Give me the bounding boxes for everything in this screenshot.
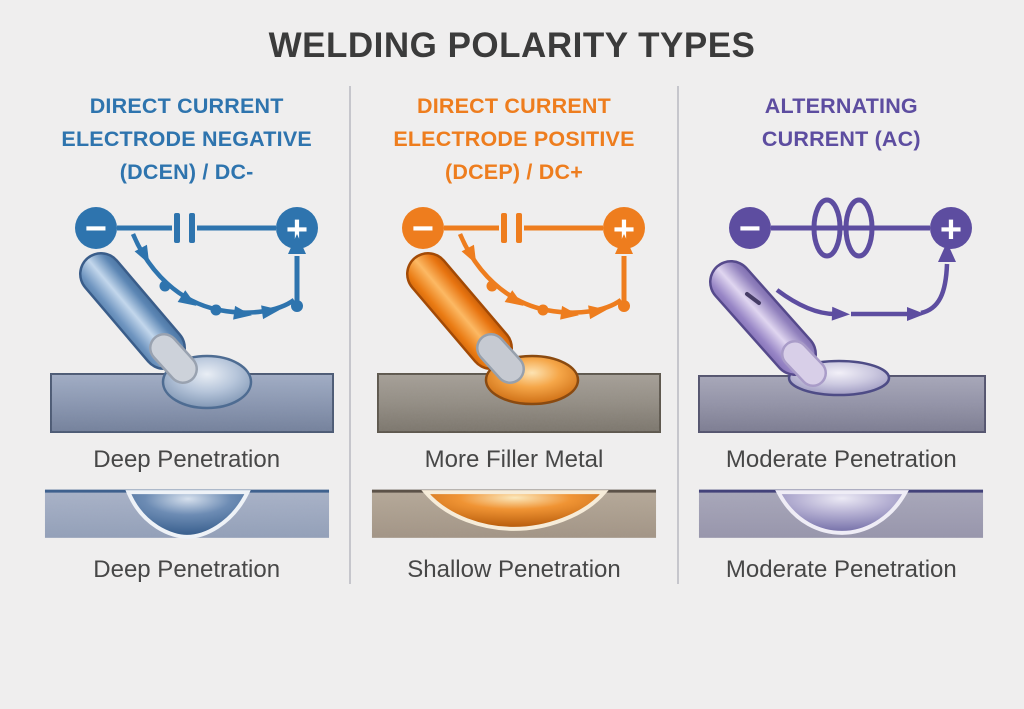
dcep-heading: DIRECT CURRENT ELECTRODE POSITIVE (DCEP)…	[393, 80, 634, 190]
dcep-cross-section	[371, 489, 656, 538]
dcen-bottom-label: Deep Penetration	[93, 556, 281, 583]
dcep-electrode	[405, 252, 525, 384]
svg-text:−: −	[412, 208, 434, 250]
dcep-heading-line-1: DIRECT CURRENT	[417, 94, 611, 118]
plus-terminal-icon: +	[602, 207, 645, 251]
ac-cross-section	[699, 489, 984, 538]
ac-heading-line-2: CURRENT (AC)	[761, 127, 921, 151]
dcen-top-label: Deep Penetration	[93, 446, 281, 473]
svg-text:−: −	[739, 208, 761, 250]
ac-weld-bead	[775, 490, 910, 535]
column-divider	[676, 86, 679, 584]
welding-polarity-infographic: WELDING POLARITY TYPES DIRECT CURRENT EL…	[0, 26, 1024, 709]
dcep-heading-line-2: ELECTRODE POSITIVE	[393, 127, 635, 151]
dcen-heading: DIRECT CURRENT ELECTRODE NEGATIVE (DCEN)…	[61, 80, 311, 190]
dcep-heading-line-3: (DCEP) / DC+	[444, 160, 583, 184]
dcen-weld-bead	[125, 490, 251, 539]
plus-terminal-icon: +	[275, 207, 318, 251]
current-flow-arrows	[775, 242, 957, 321]
minus-terminal-icon: −	[401, 207, 444, 250]
ac-coil-icon	[811, 197, 875, 259]
dcen-cross-section	[44, 489, 329, 539]
dcen-heading-line-2: ELECTRODE NEGATIVE	[61, 127, 312, 151]
svg-text:+: +	[940, 209, 962, 251]
columns-container: DIRECT CURRENT ELECTRODE NEGATIVE (DCEN)…	[0, 66, 1024, 586]
ac-column: ALTERNATING CURRENT (AC) −	[689, 80, 994, 586]
dcen-heading-line-1: DIRECT CURRENT	[89, 94, 284, 118]
current-flow-arrows	[457, 233, 633, 320]
svg-text:+: +	[613, 209, 635, 251]
page-title: WELDING POLARITY TYPES	[268, 26, 756, 65]
ac-circuit-illustration: − +	[698, 197, 987, 433]
current-flow-arrows	[130, 233, 306, 320]
ac-heading: ALTERNATING CURRENT (AC)	[762, 80, 921, 190]
dcen-electrode	[78, 252, 198, 384]
dcen-circuit: − +	[74, 207, 318, 251]
dcen-column: DIRECT CURRENT ELECTRODE NEGATIVE (DCEN)…	[34, 80, 339, 586]
dcep-weld-bead	[421, 490, 609, 531]
dcen-circuit-illustration: − +	[49, 207, 334, 433]
dcep-top-label: More Filler Metal	[424, 446, 604, 473]
ac-electrode	[709, 260, 828, 387]
dcep-column: DIRECT CURRENT ELECTRODE POSITIVE (DCEP)…	[361, 80, 666, 586]
dcep-circuit: − +	[401, 207, 645, 251]
minus-terminal-icon: −	[74, 207, 117, 250]
column-divider	[349, 86, 352, 584]
dcep-bottom-label: Shallow Penetration	[407, 556, 621, 583]
minus-terminal-icon: −	[729, 207, 772, 250]
svg-text:−: −	[85, 208, 107, 250]
ac-top-label: Moderate Penetration	[725, 446, 957, 473]
svg-text:+: +	[286, 209, 308, 251]
ac-heading-line-1: ALTERNATING	[764, 94, 918, 118]
ac-circuit: − +	[729, 197, 973, 259]
dcep-circuit-illustration: − +	[376, 207, 661, 433]
battery-icon	[173, 213, 195, 243]
plus-terminal-icon: +	[930, 207, 973, 251]
battery-icon	[500, 213, 522, 243]
dcen-heading-line-3: (DCEN) / DC-	[119, 160, 254, 184]
ac-bottom-label: Moderate Penetration	[725, 556, 957, 583]
